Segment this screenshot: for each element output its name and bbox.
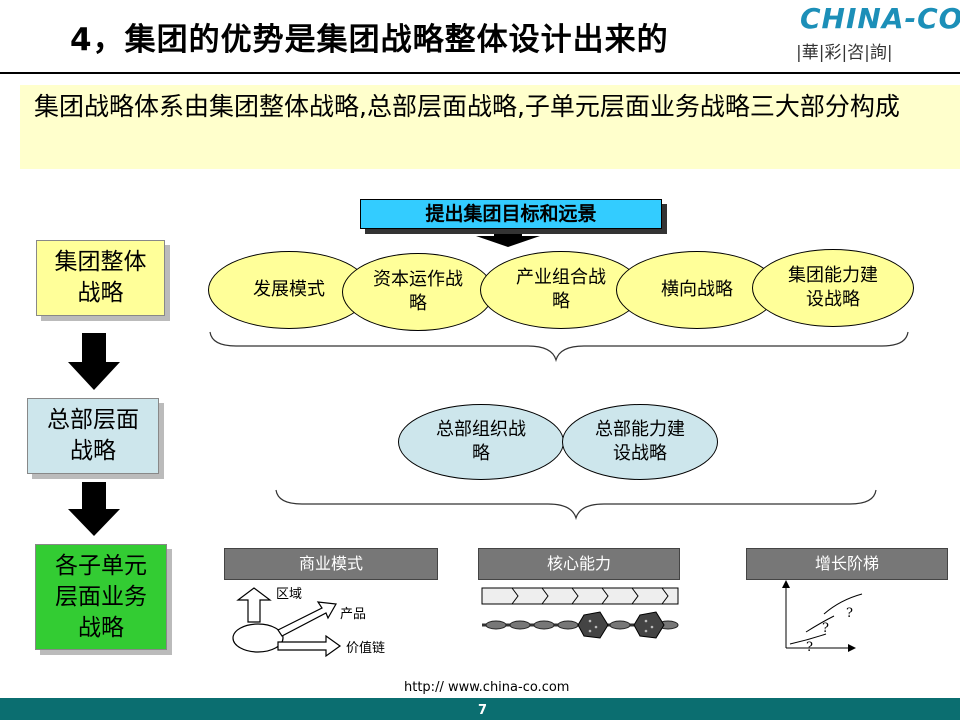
- question-mark: ?: [806, 640, 813, 655]
- label-product: 产品: [340, 607, 367, 622]
- brace-icon: [275, 489, 877, 521]
- up-arrow-icon: [236, 587, 272, 623]
- arrow-down-icon: [68, 333, 120, 390]
- stage-unit-strategy: 各子单元层面业务战略: [35, 544, 167, 650]
- ellipse-label: 产业组合战略: [516, 267, 606, 312]
- ellipse-label: 横向战略: [661, 279, 733, 300]
- ellipse-industry-portfolio: 产业组合战略: [480, 251, 642, 329]
- stage-label: 各子单元层面业务战略: [55, 552, 147, 641]
- page-number: 7: [478, 703, 488, 718]
- question-mark: ?: [846, 606, 853, 621]
- summary-banner: [20, 85, 960, 169]
- ellipse-label: 发展模式: [253, 279, 325, 300]
- header-business-model: 商业模式: [224, 548, 438, 580]
- ellipse-hq-organization: 总部组织战略: [398, 404, 564, 480]
- right-arrow-icon: [277, 634, 342, 658]
- chain-link-icon: [633, 611, 665, 639]
- ellipse-horizontal-strategy: 横向战略: [616, 251, 778, 329]
- stage-label: 集团整体战略: [54, 249, 147, 306]
- stage-group-strategy: 集团整体战略: [36, 240, 165, 316]
- ellipse-label: 集团能力建设战略: [788, 265, 878, 310]
- arrow-down-icon: [68, 482, 120, 536]
- stage-label: 总部层面战略: [47, 407, 139, 464]
- title-divider: [0, 72, 960, 74]
- label-region: 区域: [276, 587, 303, 602]
- header-growth-ladder: 增长阶梯: [746, 548, 948, 580]
- ellipse-capability-building: 集团能力建设战略: [752, 249, 914, 327]
- header-core-capability: 核心能力: [478, 548, 680, 580]
- label-value-chain: 价值链: [346, 641, 386, 656]
- diagonal-arrow-icon: [277, 601, 337, 637]
- ellipse-capital-operation: 资本运作战略: [342, 253, 494, 331]
- china-co-logo: CHINA-CO: [800, 2, 960, 35]
- group-goal-box: 提出集团目标和远景: [360, 199, 662, 229]
- page-title: 4，集团的优势是集团战略整体设计出来的: [70, 22, 669, 58]
- question-mark: ?: [822, 621, 829, 636]
- arrow-down-icon: [476, 229, 540, 247]
- summary-text: 集团战略体系由集团整体战略,总部层面战略,子单元层面业务战略三大部分构成: [34, 92, 900, 121]
- stage-hq-strategy: 总部层面战略: [27, 398, 159, 474]
- ellipse-label: 总部能力建设战略: [595, 419, 685, 464]
- chain-link-icon: [577, 611, 609, 639]
- footer-bar: [0, 698, 960, 720]
- footer-url: http:// www.china-co.com: [404, 680, 570, 695]
- circle-icon: [232, 623, 284, 653]
- brace-icon: [209, 331, 909, 363]
- logo-subtitle: |華|彩|咨|詢|: [796, 43, 893, 63]
- ellipse-label: 资本运作战略: [373, 269, 463, 314]
- ellipse-label: 总部组织战略: [436, 419, 526, 464]
- ellipse-hq-capability: 总部能力建设战略: [562, 404, 718, 480]
